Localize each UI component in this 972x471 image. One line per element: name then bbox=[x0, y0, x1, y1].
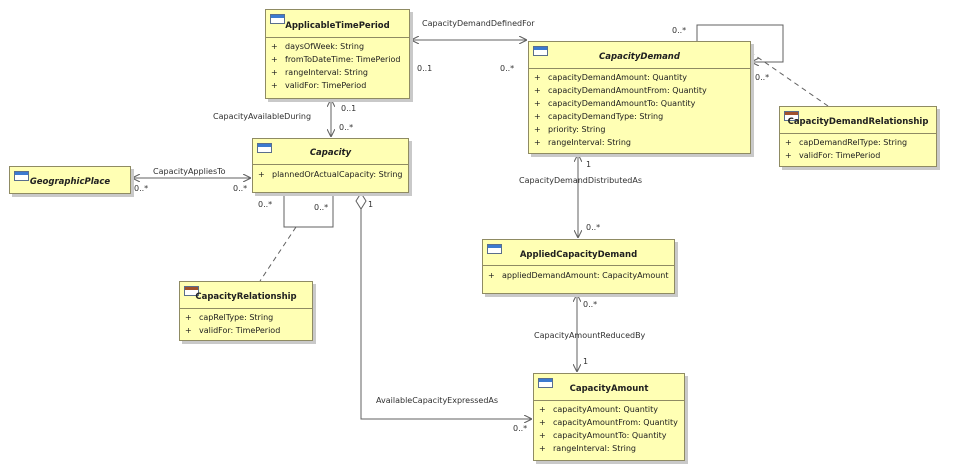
class-icon bbox=[14, 171, 29, 181]
class-icon bbox=[533, 46, 548, 56]
attribute-row: +capacityAmountTo: Quantity bbox=[539, 431, 667, 440]
class-name: CapacityAmount bbox=[569, 384, 649, 394]
label-applies-to: CapacityAppliesTo bbox=[153, 167, 226, 176]
attribute-row: +capacityDemandAmount: Quantity bbox=[534, 73, 687, 82]
attribute-row: +validFor: TimePeriod bbox=[271, 81, 367, 90]
class-icon bbox=[270, 14, 285, 24]
attribute-row: +rangeInterval: String bbox=[539, 444, 637, 453]
mult-available-during-a: 0..1 bbox=[341, 104, 356, 113]
mult-amount-reduced-b: 1 bbox=[583, 357, 588, 366]
class-capacity-relationship[interactable]: CapacityRelationship +capRelType: String… bbox=[179, 281, 313, 341]
class-applicable-time-period[interactable]: ApplicableTimePeriod +daysOfWeek: String… bbox=[265, 9, 410, 99]
mult-applies-to-a: 0..* bbox=[134, 184, 148, 193]
mult-capacity-self-b: 0..* bbox=[314, 203, 328, 212]
attribute-row: +capacityDemandAmountFrom: Quantity bbox=[534, 86, 707, 95]
mult-expressed-as-a: 1 bbox=[368, 200, 373, 209]
class-name: CapacityDemand bbox=[599, 52, 680, 62]
class-icon bbox=[257, 143, 272, 153]
assoc-expressed-as-line bbox=[360, 209, 532, 419]
mult-demand-self-b: 0..* bbox=[755, 73, 769, 82]
mult-applies-to-b: 0..* bbox=[233, 184, 247, 193]
association-class-icon bbox=[184, 286, 199, 296]
mult-demand-defined-for-a: 0..1 bbox=[417, 64, 432, 73]
class-applied-capacity-demand[interactable]: AppliedCapacityDemand +appliedDemandAmou… bbox=[482, 239, 675, 294]
attribute-row: +capDemandRelType: String bbox=[785, 138, 908, 147]
mult-demand-defined-for-b: 0..* bbox=[500, 64, 514, 73]
class-capacity-amount[interactable]: CapacityAmount +capacityAmount: Quantity… bbox=[533, 373, 685, 461]
class-icon bbox=[487, 244, 502, 254]
attribute-row: +rangeInterval: String bbox=[271, 68, 369, 77]
class-name: GeographicPlace bbox=[29, 177, 111, 187]
attribute-row: +rangeInterval: String bbox=[534, 138, 632, 147]
class-name: CapacityDemandRelationship bbox=[787, 117, 929, 127]
class-icon bbox=[538, 378, 553, 388]
class-capacity-demand[interactable]: CapacityDemand +capacityDemandAmount: Qu… bbox=[528, 41, 751, 154]
attribute-row: +plannedOrActualCapacity: String bbox=[258, 170, 403, 179]
mult-demand-distributed-b: 0..* bbox=[586, 223, 600, 232]
attribute-row: +capacityDemandAmountTo: Quantity bbox=[534, 99, 696, 108]
aggregation-diamond bbox=[355, 192, 367, 210]
assoc-class-link-demand-relationship bbox=[749, 51, 829, 107]
mult-available-during-b: 0..* bbox=[339, 123, 353, 132]
mult-expressed-as-b: 0..* bbox=[513, 424, 527, 433]
attribute-row: +capacityAmountFrom: Quantity bbox=[539, 418, 678, 427]
label-available-during: CapacityAvailableDuring bbox=[213, 112, 311, 121]
mult-capacity-self-a: 0..* bbox=[258, 200, 272, 209]
attribute-row: +validFor: TimePeriod bbox=[185, 326, 281, 335]
attribute-row: +daysOfWeek: String bbox=[271, 42, 365, 51]
attribute-row: +fromToDateTime: TimePeriod bbox=[271, 55, 401, 64]
label-demand-distributed: CapacityDemandDistributedAs bbox=[519, 176, 642, 185]
class-name: CapacityRelationship bbox=[195, 292, 297, 302]
label-expressed-as: AvailableCapacityExpressedAs bbox=[376, 396, 498, 405]
class-capacity[interactable]: Capacity +plannedOrActualCapacity: Strin… bbox=[252, 138, 409, 193]
label-demand-defined-for: CapacityDemandDefinedFor bbox=[422, 19, 535, 28]
attribute-row: +appliedDemandAmount: CapacityAmount bbox=[488, 271, 669, 280]
class-name: ApplicableTimePeriod bbox=[285, 21, 390, 31]
assoc-demand-self-line bbox=[696, 24, 784, 62]
attribute-row: +capacityAmount: Quantity bbox=[539, 405, 659, 414]
attribute-row: +capacityDemandType: String bbox=[534, 112, 664, 121]
class-capacity-demand-relationship[interactable]: CapacityDemandRelationship +capDemandRel… bbox=[779, 106, 937, 167]
mult-amount-reduced-a: 0..* bbox=[583, 300, 597, 309]
class-name: Capacity bbox=[309, 148, 352, 158]
assoc-capacity-self-line bbox=[283, 193, 334, 228]
mult-demand-distributed-a: 1 bbox=[586, 160, 591, 169]
label-amount-reduced: CapacityAmountReducedBy bbox=[534, 331, 646, 340]
attribute-row: +validFor: TimePeriod bbox=[785, 151, 881, 160]
attribute-row: +priority: String bbox=[534, 125, 606, 134]
assoc-class-link-capacity-relationship bbox=[259, 226, 297, 282]
attribute-row: +capRelType: String bbox=[185, 313, 274, 322]
association-class-icon bbox=[784, 111, 799, 121]
mult-demand-self-a: 0..* bbox=[672, 26, 686, 35]
class-name: AppliedCapacityDemand bbox=[519, 250, 638, 260]
class-geographic-place[interactable]: GeographicPlace bbox=[9, 166, 131, 194]
